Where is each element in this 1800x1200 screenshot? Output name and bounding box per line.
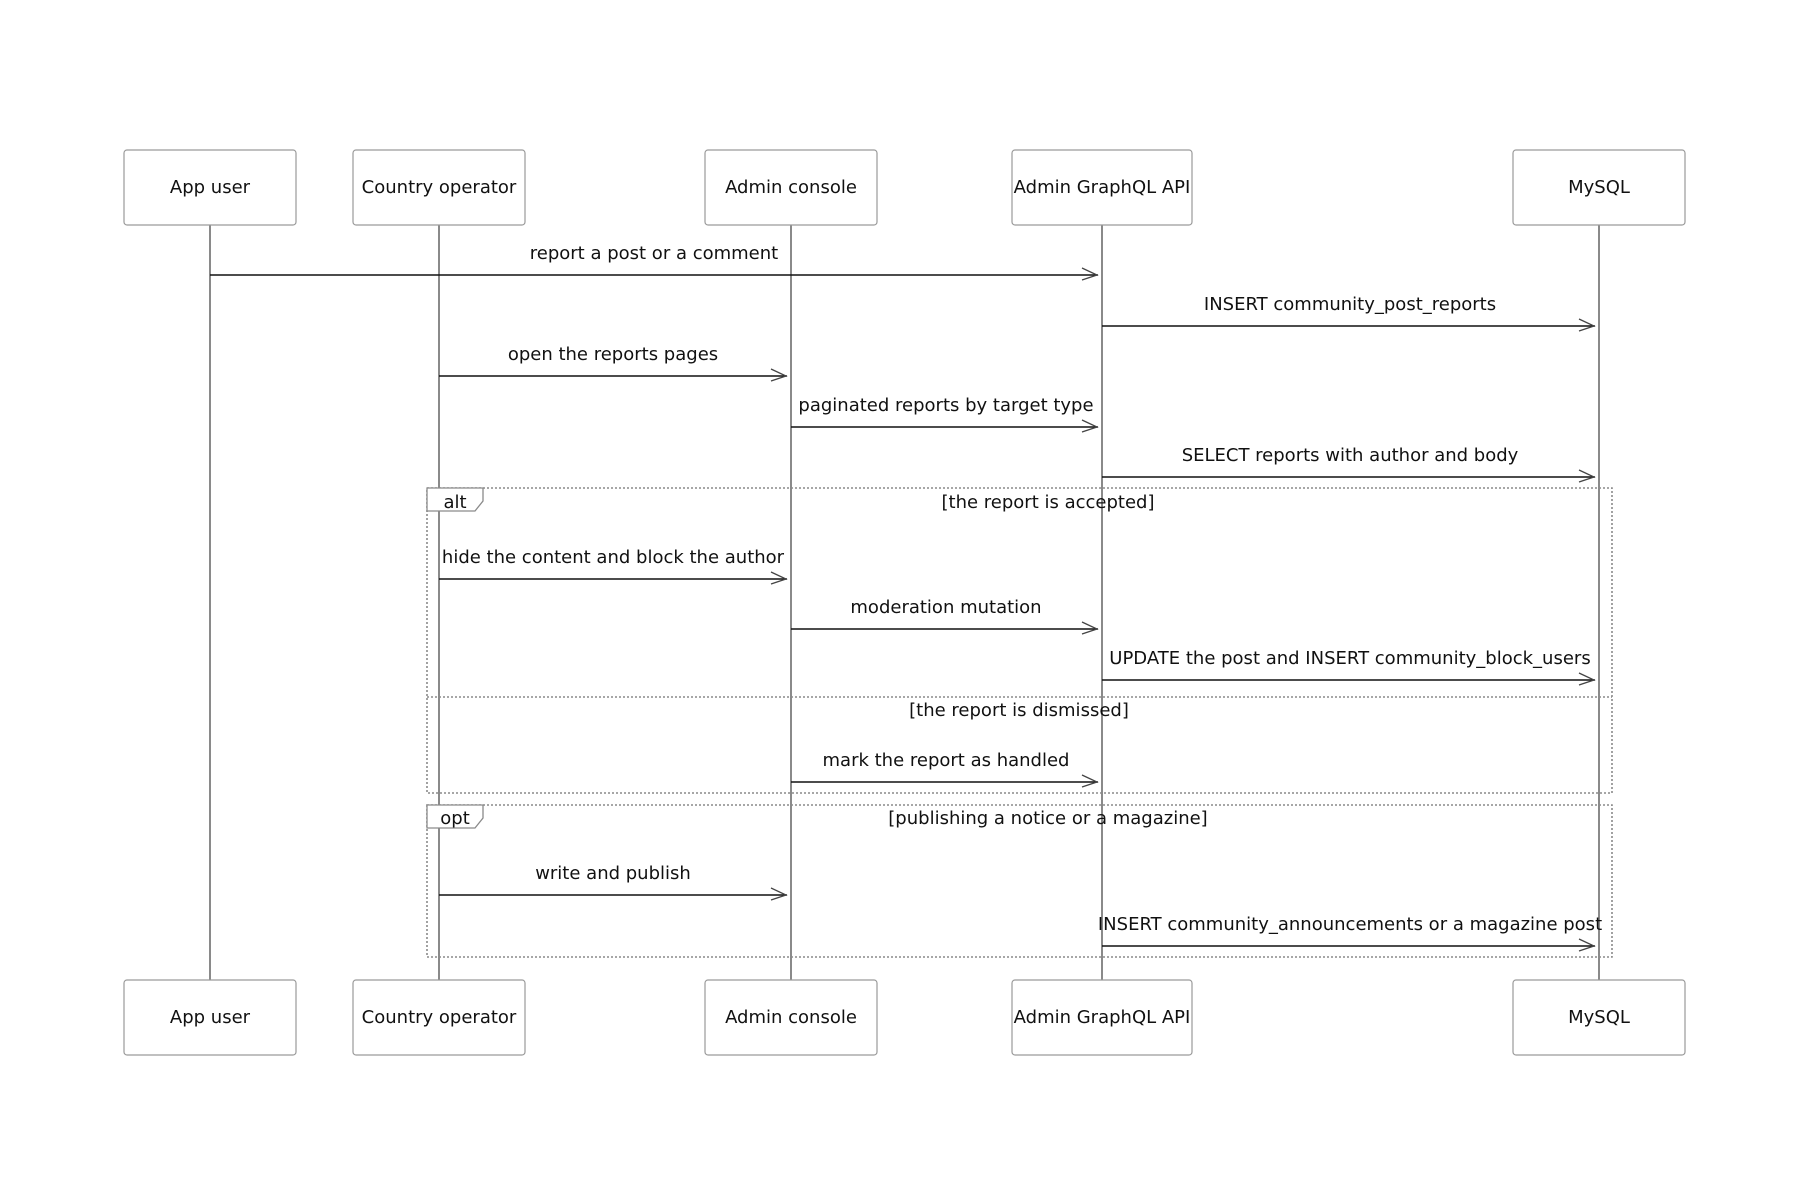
arrowhead [1578,672,1596,686]
message: write and publish [439,863,788,901]
message: hide the content and block the author [439,547,788,585]
message: UPDATE the post and INSERT community_blo… [1102,648,1596,686]
message-label: INSERT community_post_reports [1204,294,1496,315]
message-label: paginated reports by target type [798,395,1093,416]
message-label: hide the content and block the author [442,547,785,568]
fragment-alt: alt [the report is accepted] [the report… [426,487,1613,794]
message-label: UPDATE the post and INSERT community_blo… [1109,648,1590,669]
participant-label: Country operator [362,1007,517,1028]
participants-bottom: App user Country operator Admin console … [123,979,1686,1056]
participant-box [352,149,526,226]
message: moderation mutation [791,597,1099,635]
fragment-alt-condition-accepted: [the report is accepted] [942,492,1155,513]
arrowhead [1081,621,1099,635]
fragment-opt-frame [426,804,1613,958]
message: paginated reports by target type [791,395,1099,433]
participant-mysql-top: MySQL [1512,149,1686,226]
participant-label: Admin console [725,1007,857,1028]
message: mark the report as handled [791,750,1099,788]
participant-box [1011,149,1193,226]
fragment-opt-tab [426,804,484,829]
fragment-alt-condition-dismissed: [the report is dismissed] [909,700,1129,721]
participant-app-user-bottom: App user [123,979,297,1056]
arrowhead [1578,938,1596,952]
message-label: open the reports pages [508,344,718,365]
participant-admin-graphql-api-bottom: Admin GraphQL API [1011,979,1193,1056]
message-label: write and publish [535,863,691,884]
arrowhead [770,368,788,382]
messages: report a post or a comment INSERT commun… [210,243,1602,952]
participant-mysql-bottom: MySQL [1512,979,1686,1056]
message: report a post or a comment [210,243,1099,281]
message-label: SELECT reports with author and body [1182,445,1519,466]
participant-admin-graphql-api-top: Admin GraphQL API [1011,149,1193,226]
participant-box [123,979,297,1056]
message-label: INSERT community_announcements or a maga… [1098,914,1602,935]
participant-label: Admin console [725,177,857,198]
participant-admin-console-bottom: Admin console [704,979,878,1056]
participant-label: Country operator [362,177,517,198]
fragment-alt-frame [426,487,1613,794]
lifelines [209,225,1600,980]
participant-box [1512,149,1686,226]
participant-label: MySQL [1568,177,1630,198]
arrowhead [770,571,788,585]
fragment-opt-keyword: opt [440,808,470,829]
message-label: moderation mutation [850,597,1041,618]
arrowhead [1081,419,1099,433]
arrowhead [1081,267,1099,281]
participants-top: App user Country operator Admin console … [123,149,1686,226]
participant-country-operator-bottom: Country operator [352,979,526,1056]
message: INSERT community_announcements or a maga… [1098,914,1602,952]
arrowhead [1578,469,1596,483]
fragment-opt: opt [publishing a notice or a magazine] [426,804,1613,958]
message: open the reports pages [439,344,788,382]
participant-label: Admin GraphQL API [1014,177,1191,198]
fragment-alt-keyword: alt [443,492,466,513]
message: INSERT community_post_reports [1102,294,1596,332]
participant-box [704,979,878,1056]
participant-label: MySQL [1568,1007,1630,1028]
message-label: mark the report as handled [823,750,1070,771]
fragment-alt-tab [426,487,484,512]
fragment-opt-condition: [publishing a notice or a magazine] [888,808,1207,829]
participant-box [704,149,878,226]
participant-label: App user [170,177,251,198]
participant-label: Admin GraphQL API [1014,1007,1191,1028]
message: SELECT reports with author and body [1102,445,1596,483]
arrowhead [770,887,788,901]
arrowhead [1578,318,1596,332]
participant-app-user-top: App user [123,149,297,226]
participant-box [1512,979,1686,1056]
arrowhead [1081,774,1099,788]
participant-label: App user [170,1007,251,1028]
message-label: report a post or a comment [530,243,778,264]
participant-country-operator-top: Country operator [352,149,526,226]
participant-box [123,149,297,226]
participant-box [1011,979,1193,1056]
participant-box [352,979,526,1056]
participant-admin-console-top: Admin console [704,149,878,226]
